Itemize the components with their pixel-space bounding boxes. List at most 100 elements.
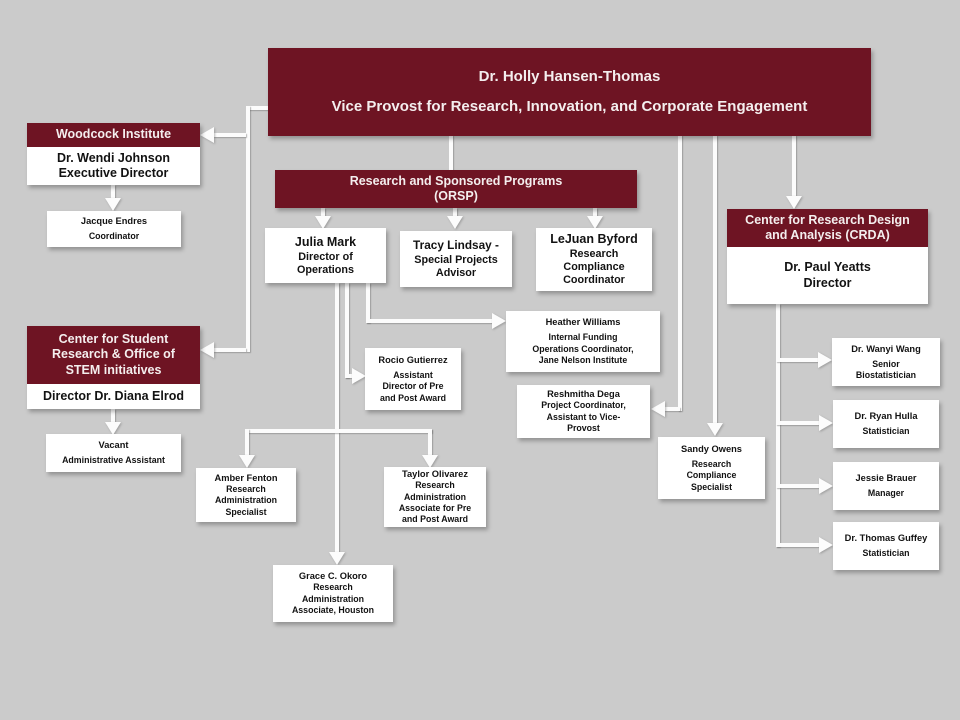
org-node-ryan-hulla: Dr. Ryan Hulla Statistician: [833, 400, 939, 448]
connector-julia-heather-horizontal: [366, 319, 493, 323]
arrow-vacant: [105, 422, 121, 435]
arrow-heather: [492, 313, 506, 329]
person-name: Jacque Endres: [80, 216, 148, 227]
person-name: Heather Williams: [545, 317, 621, 328]
org-node-rocio-gutierrez: Rocio Gutierrez Assistant Director of Pr…: [365, 348, 461, 410]
person-role: Research Compliance Coordinator: [563, 248, 625, 286]
connector-staff-row-horizontal: [245, 429, 432, 433]
unit-title: Center for Student Research & Office of …: [27, 326, 200, 384]
person-name: Reshmitha Dega: [547, 389, 620, 400]
person-role: Manager: [867, 488, 905, 499]
person-name: Dr. Thomas Guffey: [844, 533, 928, 544]
arrow-julia: [315, 216, 331, 229]
person-role: Project Coordinator, Assistant to Vice- …: [541, 400, 626, 434]
connector-top-to-crda: [792, 135, 796, 196]
connector-top-to-reshmitha-vertical: [678, 135, 682, 411]
person-name: LeJuan Byford: [550, 232, 638, 247]
org-node-center-student-research: Center for Student Research & Office of …: [27, 326, 200, 409]
person-role: Director of Operations: [297, 250, 354, 276]
connector-to-woodcock: [213, 133, 246, 137]
person-name: Vacant: [98, 440, 129, 451]
connector-to-wanyi: [776, 358, 819, 362]
person-role: Internal Funding Operations Coordinator,…: [532, 332, 634, 366]
person-name: Taylor Olivarez: [402, 469, 468, 480]
org-node-tracy-lindsay: Tracy Lindsay - Special Projects Advisor: [400, 231, 512, 287]
person-name: Dr. Wanyi Wang: [851, 343, 921, 354]
arrow-wanyi: [818, 352, 832, 368]
connector-woodcock-jacque: [111, 185, 115, 198]
connector-julia-grace-vertical: [335, 283, 339, 552]
person-role: Research Administration Associate, Houst…: [291, 582, 375, 616]
connector-to-taylor-vertical: [428, 429, 432, 455]
org-node-thomas-guffey: Dr. Thomas Guffey Statistician: [833, 522, 939, 570]
person-name: Julia Mark: [294, 234, 357, 249]
arrow-stem: [200, 342, 214, 358]
connector-julia-heather-vertical: [366, 283, 370, 323]
person-role: Research Administration Associate for Pr…: [398, 480, 472, 525]
person-name: Tracy Lindsay -: [413, 238, 499, 253]
org-node-vacant-admin-assistant: Vacant Administrative Assistant: [46, 434, 181, 472]
connector-to-guffey: [776, 543, 820, 547]
connector-to-jessie: [776, 484, 820, 488]
person-name: Dr. Ryan Hulla: [854, 411, 918, 422]
unit-lead: Director Dr. Diana Elrod: [27, 384, 200, 409]
connector-left-branch-vertical: [246, 106, 250, 352]
person-role: Assistant Director of Pre and Post Award: [380, 369, 446, 403]
arrow-taylor: [422, 455, 438, 468]
person-role: Coordinator: [88, 231, 140, 242]
arrow-guffey: [819, 537, 833, 553]
person-role: Research Administration Specialist: [214, 483, 278, 517]
person-name: Grace C. Okoro: [298, 571, 368, 582]
connector-orsp-tracy: [453, 208, 457, 218]
connector-orsp-julia: [321, 208, 325, 218]
connector-julia-rocio-vertical: [345, 283, 349, 378]
connector-to-ryan: [776, 421, 820, 425]
arrow-ryan: [819, 415, 833, 431]
org-node-taylor-olivarez: Taylor Olivarez Research Administration …: [384, 467, 486, 527]
org-node-crda: Center for Research Design and Analysis …: [727, 209, 928, 304]
connector-top-to-sandy: [713, 135, 717, 423]
person-name: Rocio Gutierrez: [378, 354, 448, 365]
unit-lead: Dr. Paul Yeatts Director: [727, 247, 928, 304]
connector-top-to-orsp: [449, 135, 453, 170]
person-role: Special Projects Advisor: [414, 253, 498, 279]
unit-title: Research and Sponsored Programs (ORSP): [349, 173, 563, 203]
arrow-sandy: [707, 423, 723, 436]
org-node-grace-okoro: Grace C. Okoro Research Administration A…: [273, 565, 393, 622]
person-name: Sandy Owens: [681, 443, 742, 454]
person-role: Research Compliance Specialist: [686, 458, 737, 492]
org-node-wanyi-wang: Dr. Wanyi Wang Senior Biostatistician: [832, 338, 940, 386]
org-node-vice-provost: Dr. Holly Hansen-Thomas Vice Provost for…: [268, 48, 871, 136]
org-node-sandy-owens: Sandy Owens Research Compliance Speciali…: [658, 437, 765, 499]
org-node-woodcock-institute: Woodcock Institute Dr. Wendi Johnson Exe…: [27, 123, 200, 185]
connector-julia-rocio-horizontal: [345, 374, 353, 378]
connector-crda-column-vertical: [776, 304, 780, 547]
connector-to-stem: [213, 348, 246, 352]
person-role: Statistician: [862, 426, 910, 437]
arrow-woodcock: [200, 127, 214, 143]
person-name: Dr. Holly Hansen-Thomas: [478, 68, 661, 86]
person-title: Vice Provost for Research, Innovation, a…: [331, 97, 808, 115]
unit-lead: Dr. Wendi Johnson Executive Director: [27, 147, 200, 185]
org-node-heather-williams: Heather Williams Internal Funding Operat…: [506, 311, 660, 372]
unit-title: Woodcock Institute: [27, 123, 200, 147]
person-role: Administrative Assistant: [62, 455, 165, 466]
org-node-julia-mark: Julia Mark Director of Operations: [265, 228, 386, 283]
arrow-tracy: [447, 216, 463, 229]
arrow-jacque: [105, 198, 121, 211]
arrow-lejuan: [587, 216, 603, 229]
arrow-grace: [329, 552, 345, 565]
connector-top-to-left-branch: [246, 106, 268, 110]
person-name: Jessie Brauer: [855, 473, 917, 484]
org-node-orsp: Research and Sponsored Programs (ORSP): [275, 170, 637, 208]
org-node-jacque-endres: Jacque Endres Coordinator: [47, 211, 181, 247]
connector-orsp-lejuan: [593, 208, 597, 218]
arrow-jessie: [819, 478, 833, 494]
connector-to-reshmitha: [664, 407, 680, 411]
arrow-rocio: [352, 368, 366, 384]
org-node-lejuan-byford: LeJuan Byford Research Compliance Coordi…: [536, 228, 652, 291]
arrow-amber: [239, 455, 255, 468]
person-role: Statistician: [862, 548, 910, 559]
person-name: Amber Fenton: [214, 472, 278, 483]
org-node-jessie-brauer: Jessie Brauer Manager: [833, 462, 939, 510]
